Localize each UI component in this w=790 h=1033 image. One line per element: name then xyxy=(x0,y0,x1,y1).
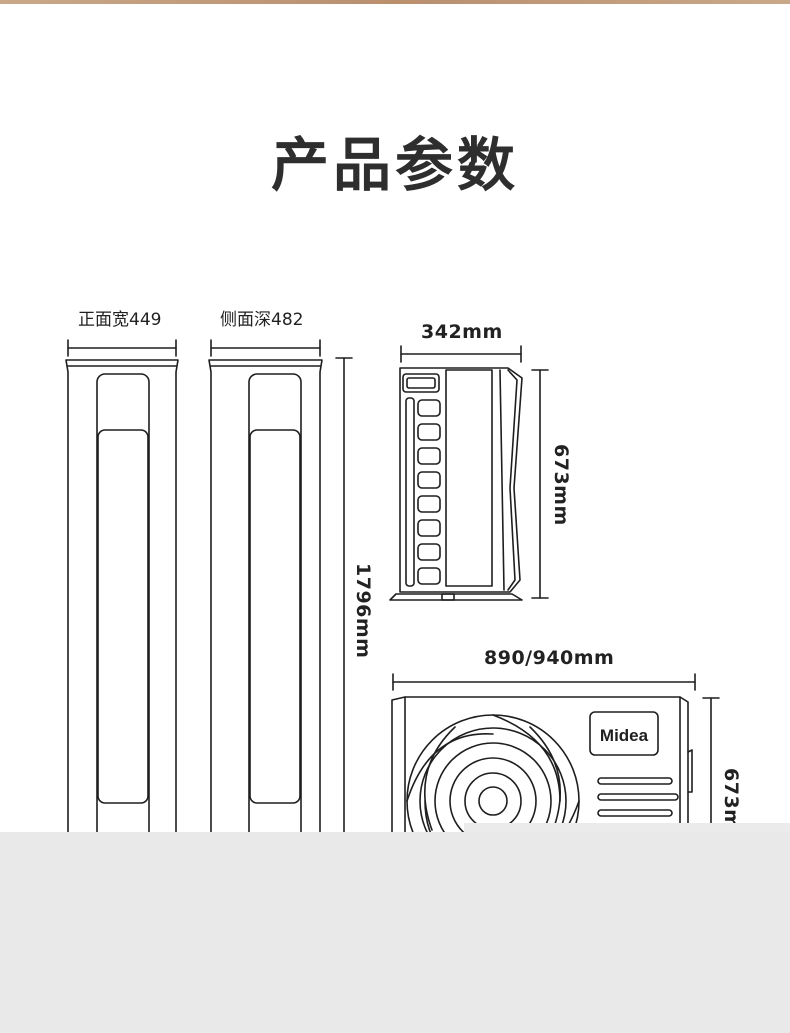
outdoor-front-width-label: 890/940mm xyxy=(484,647,615,669)
outdoor-unit-side-view xyxy=(389,345,549,601)
outdoor-side-width-label: 342mm xyxy=(421,321,503,343)
bottom-panel xyxy=(0,823,790,1033)
front-width-label: 正面宽449 xyxy=(78,310,162,330)
indoor-unit-side-view xyxy=(208,339,353,841)
outdoor-side-height-label: 673mm xyxy=(550,444,572,526)
brand-logo-text: Midea xyxy=(600,726,649,745)
side-depth-label: 侧面深482 xyxy=(220,310,304,330)
page-title: 产品参数 xyxy=(270,131,519,199)
top-accent-bar xyxy=(0,0,790,4)
bottom-panel-notch xyxy=(464,823,790,832)
indoor-unit-front-view xyxy=(65,339,179,841)
indoor-height-label: 1796mm xyxy=(352,563,374,659)
